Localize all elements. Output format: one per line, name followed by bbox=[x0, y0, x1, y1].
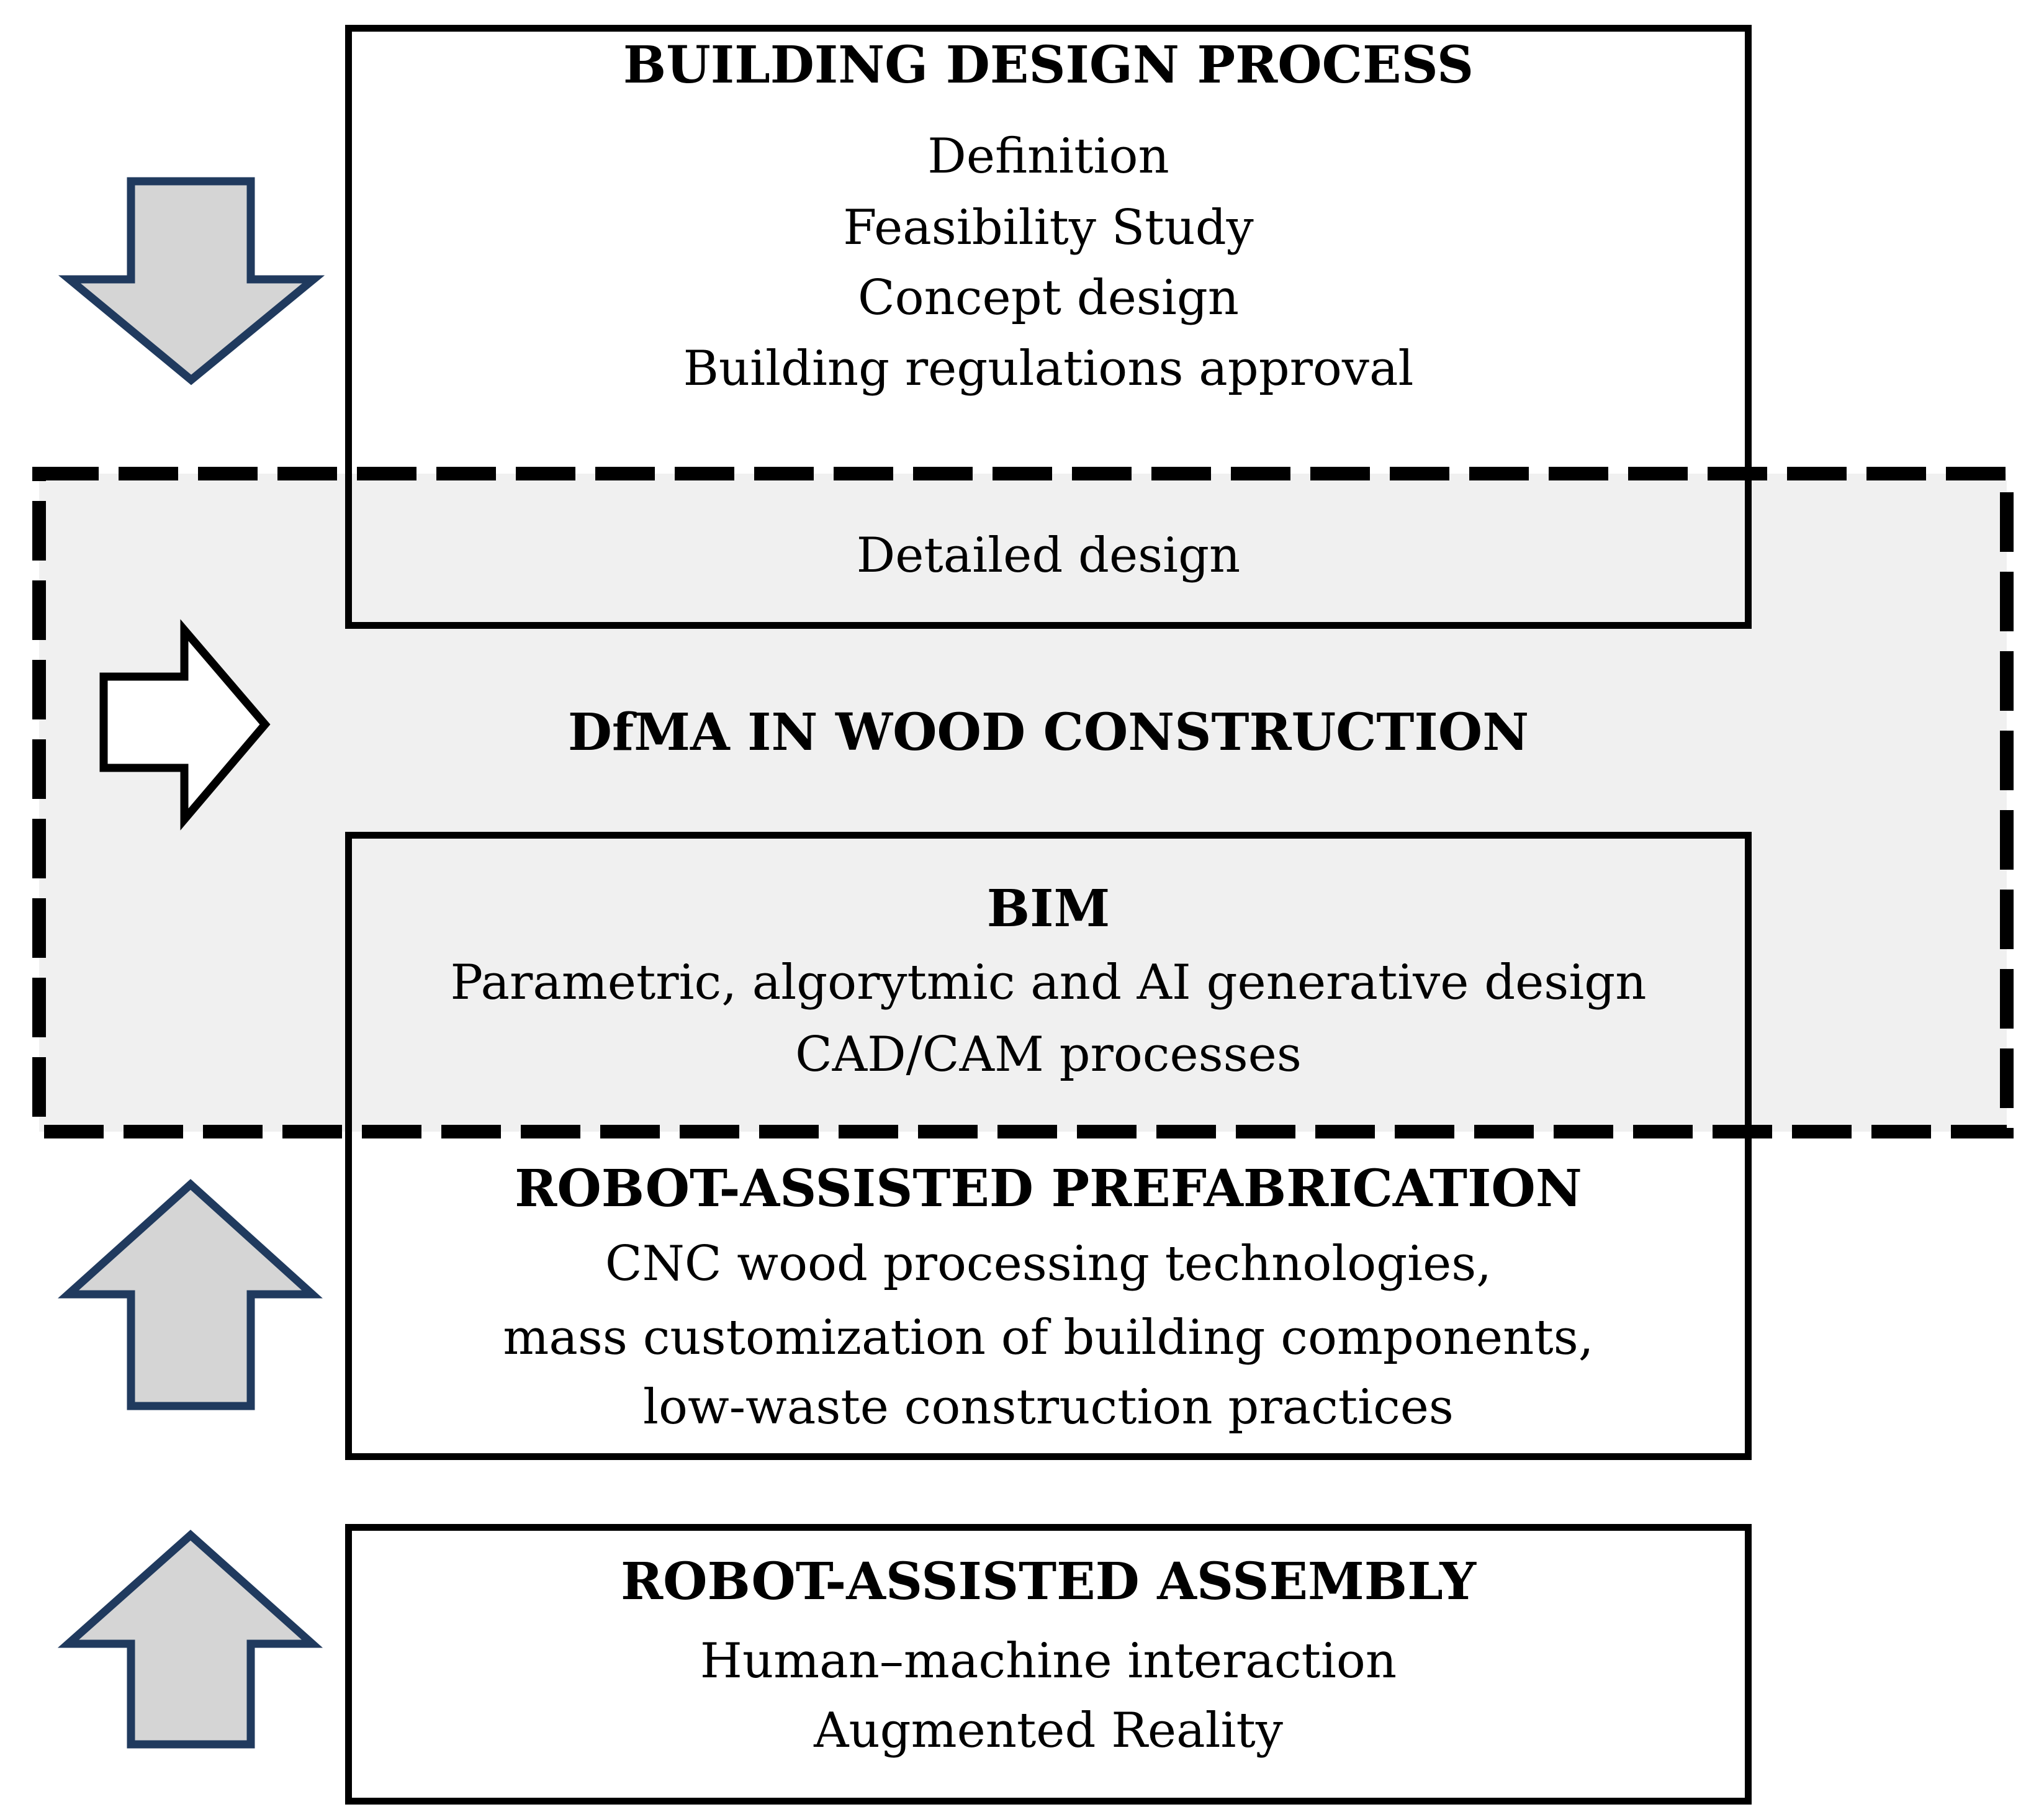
down-arrow-icon bbox=[58, 177, 325, 385]
step-definition: Definition bbox=[927, 128, 1169, 184]
assembly-item-human-machine: Human–machine interaction bbox=[700, 1633, 1397, 1689]
step-feasibility-study: Feasibility Study bbox=[843, 200, 1254, 256]
building-design-process-box bbox=[345, 25, 1752, 629]
right-arrow-icon bbox=[99, 619, 271, 831]
bim-item-cad-cam: CAD/CAM processes bbox=[795, 1027, 1302, 1083]
robot-assisted-assembly-box bbox=[345, 1524, 1752, 1805]
assembly-item-augmented-reality: Augmented Reality bbox=[814, 1703, 1283, 1759]
bim-prefabrication-box bbox=[345, 832, 1752, 1460]
bim-item-parametric-design: Parametric, algorytmic and AI generative… bbox=[450, 955, 1647, 1011]
step-detailed-design: Detailed design bbox=[856, 528, 1241, 584]
prefabrication-item-cnc: CNC wood processing technologies, bbox=[605, 1236, 1492, 1292]
step-concept-design: Concept design bbox=[857, 270, 1240, 326]
up-arrow-assembly-icon bbox=[57, 1530, 323, 1749]
step-building-regulations-approval: Building regulations approval bbox=[683, 341, 1414, 397]
dfma-dashed-region bbox=[32, 467, 2014, 1138]
bim-title: BIM bbox=[986, 879, 1110, 939]
prefabrication-item-mass-customization: mass customization of building component… bbox=[503, 1310, 1594, 1366]
prefabrication-title: ROBOT-ASSISTED PREFABRICATION bbox=[515, 1159, 1582, 1219]
dfma-region-label: DfMA IN WOOD CONSTRUCTION bbox=[567, 703, 1529, 762]
prefabrication-item-low-waste: low-waste construction practices bbox=[643, 1379, 1454, 1435]
up-arrow-prefabrication-icon bbox=[58, 1179, 323, 1410]
assembly-title: ROBOT-ASSISTED ASSEMBLY bbox=[620, 1552, 1477, 1611]
building-design-process-title: BUILDING DESIGN PROCESS bbox=[623, 35, 1474, 95]
